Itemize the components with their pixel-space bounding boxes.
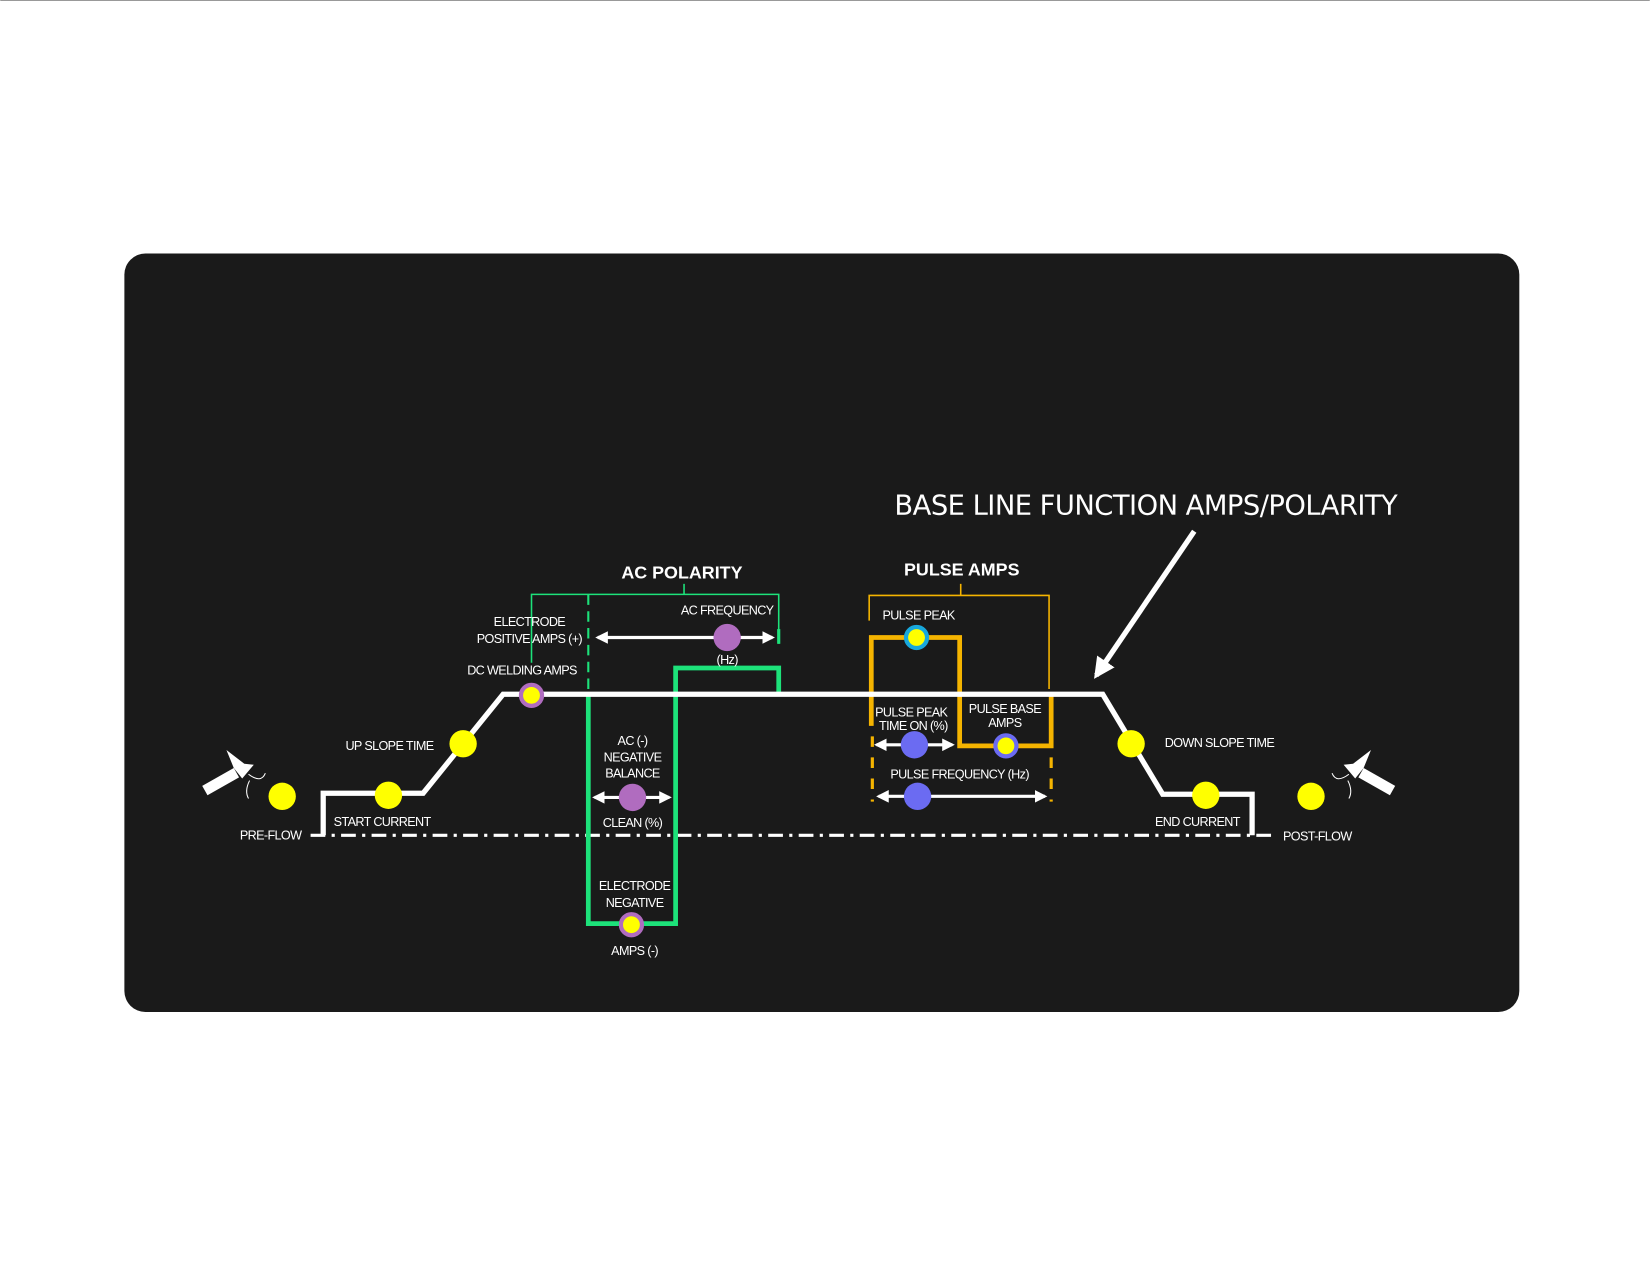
dc-welding-amps-knob[interactable] [518,682,545,708]
end-current-label: END CURRENT [1155,815,1241,829]
start-current-label: START CURRENT [334,815,432,829]
pulse-amps-title: PULSE AMPS [904,559,1020,579]
ac-waveform [585,665,782,927]
electrode-positive-label: ELECTRODE [494,615,566,629]
pre-flow-label: PRE-FLOW [240,828,302,842]
dc-welding-amps-label: DC WELDING AMPS [467,663,577,677]
torch-icon-right [1331,750,1396,799]
ac-polarity-group [530,583,782,927]
post-flow-label: POST-FLOW [1283,830,1352,844]
amps-negative-label: AMPS (-) [611,944,658,958]
ac-polarity-title: AC POLARITY [621,563,742,583]
pulse-base-knob[interactable] [993,733,1019,759]
hz-label: (Hz) [717,653,739,667]
torch-icon-left [202,750,266,799]
balance-knob[interactable] [618,783,647,812]
pulse-frequency-knob[interactable] [903,782,932,811]
balance-label-3: BALANCE [605,766,660,780]
peak-time-knob[interactable] [900,731,929,759]
peak-time-label-1: PULSE PEAK [875,705,948,719]
clean-label: CLEAN (%) [603,816,663,830]
pulse-base-label-2: AMPS [988,716,1021,730]
down-slope-label: DOWN SLOPE TIME [1165,736,1275,750]
start-current-knob[interactable] [374,781,403,809]
balance-label-2: NEGATIVE [604,751,662,765]
pulse-peak-knob[interactable] [903,624,930,651]
electrode-negative-label-2: NEGATIVE [606,896,664,910]
panel [124,253,1520,1013]
ac-frequency-knob[interactable] [713,623,741,652]
down-slope-knob[interactable] [1117,730,1145,758]
electrode-positive-label-2: POSITIVE AMPS (+) [477,632,583,646]
pulse-frequency-label: PULSE FREQUENCY (Hz) [890,767,1029,781]
post-flow-knob[interactable] [1297,782,1325,811]
pre-flow-knob[interactable] [268,782,296,811]
peak-time-label-2: TIME ON (%) [879,719,948,733]
main-title: BASE LINE FUNCTION AMPS/POLARITY [894,490,1398,521]
ac-frequency-label: AC FREQUENCY [681,603,775,617]
pulse-base-label-1: PULSE BASE [969,702,1041,716]
balance-label-1: AC (-) [618,734,648,748]
pulse-peak-label: PULSE PEAK [883,609,956,623]
weld-profile-line [320,691,1255,836]
end-current-knob[interactable] [1192,781,1220,809]
up-slope-label: UP SLOPE TIME [345,739,433,753]
electrode-negative-label-1: ELECTRODE [599,879,671,893]
title-arrow [1094,529,1197,679]
electrode-negative-knob[interactable] [618,912,645,938]
up-slope-knob[interactable] [449,730,477,758]
